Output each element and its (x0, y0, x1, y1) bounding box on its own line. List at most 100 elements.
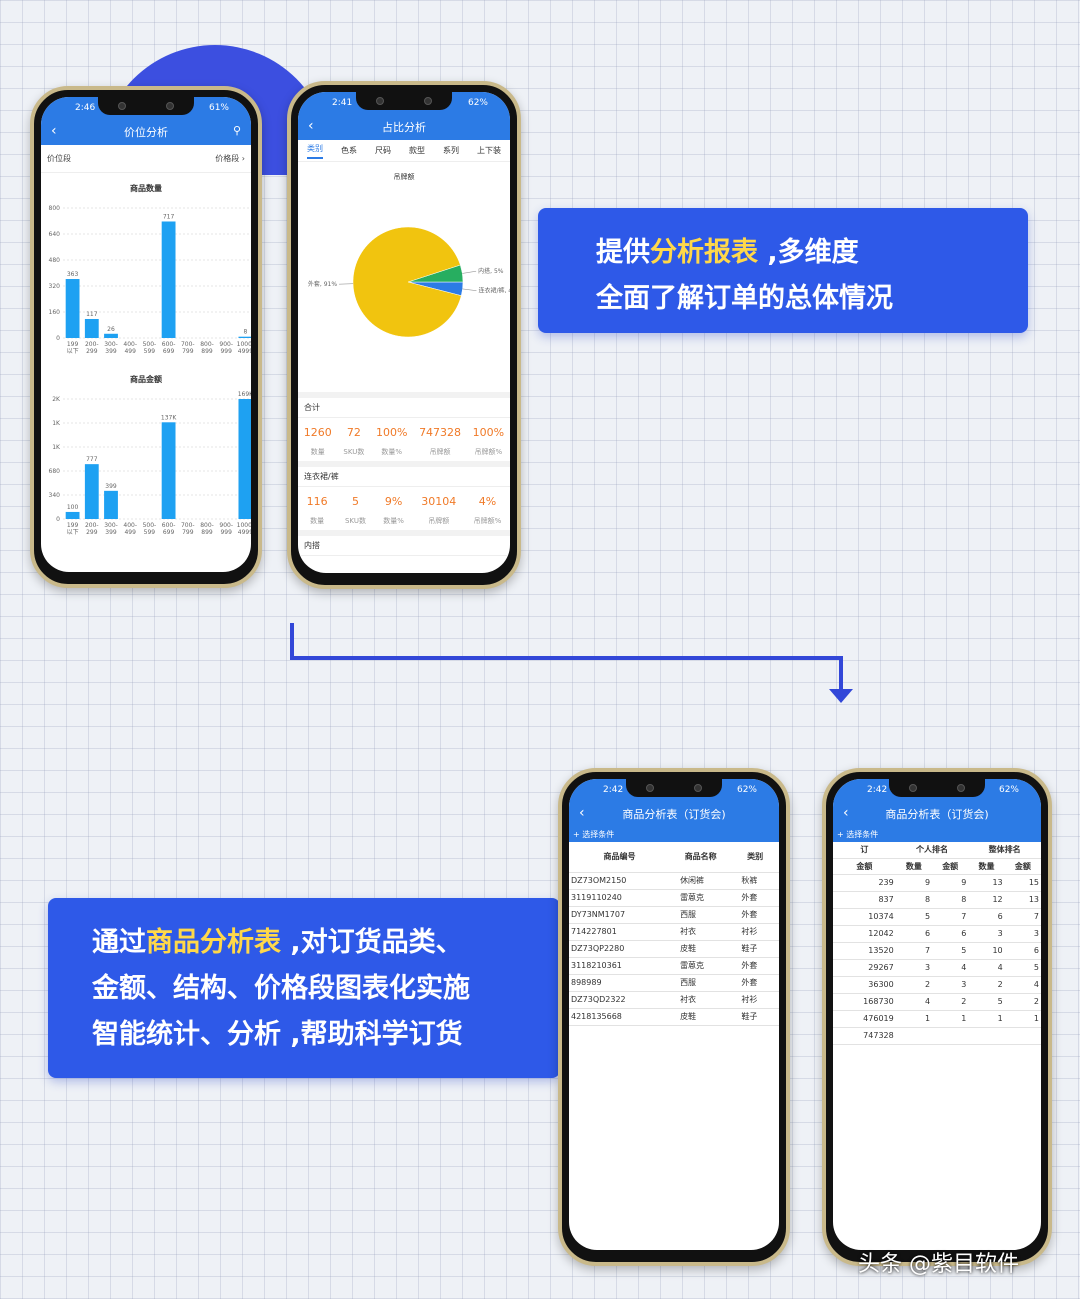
page-title: 占比分析 (382, 121, 426, 134)
callout-report: 提供分析报表 ,多维度 全面了解订单的总体情况 (538, 208, 1028, 333)
x-tick-label: 599 (144, 529, 156, 536)
table-cell: 5 (1004, 959, 1041, 977)
tab-2[interactable]: 尺码 (375, 146, 391, 155)
metric-label: 数量% (381, 448, 403, 456)
status-time: 2:42 (603, 785, 624, 795)
page-title: 商品分析表（订货会) (622, 808, 726, 821)
add-condition-button[interactable]: + 选择条件 (833, 827, 1041, 842)
table-cell: 西服 (670, 974, 732, 992)
tab-bar: 类别 色系 尺码 款型 系列 上下装 (298, 140, 510, 162)
back-icon[interactable]: ‹ (843, 805, 849, 821)
data-label: 26 (107, 326, 115, 333)
y-tick-label: 2K (52, 396, 61, 403)
status-time: 2:42 (867, 785, 888, 795)
add-condition-button[interactable]: + 选择条件 (569, 827, 779, 842)
metric-label: 数量 (310, 517, 325, 525)
callout-product-table: 通过商品分析表 ,对订货品类、 金额、结构、价格段图表化实施 智能统计、分析 ,… (48, 898, 560, 1078)
table-cell: 3 (895, 959, 933, 977)
back-icon[interactable]: ‹ (579, 805, 585, 821)
filter-icon[interactable]: ⚲ (232, 124, 241, 137)
connector-arrow (290, 623, 853, 703)
chart1-title: 商品数量 (130, 184, 162, 193)
table-cell: 2 (895, 976, 933, 994)
table-cell: 8 (932, 891, 969, 909)
x-tick-label: 4999 (238, 529, 251, 536)
tab-5[interactable]: 上下装 (477, 146, 501, 155)
bar (65, 279, 80, 338)
table-row[interactable]: 747328 (833, 1027, 1041, 1045)
table-cell: 4 (968, 959, 1005, 977)
x-tick-label: 600- (162, 522, 176, 529)
table-cell: 1 (932, 1010, 969, 1028)
metric-label: 数量 (310, 448, 325, 456)
section-title: 合计 (298, 398, 510, 418)
back-icon[interactable]: ‹ (51, 123, 57, 139)
table-cell: 5 (968, 993, 1005, 1011)
table-cell (895, 1027, 933, 1045)
group-header: 订 (833, 842, 896, 859)
tab-3[interactable]: 款型 (409, 146, 425, 155)
table-cell: 雷蒽克 (670, 957, 732, 975)
chart2-title: 商品金额 (130, 375, 162, 384)
table-cell: 1 (1004, 1010, 1041, 1028)
table-cell: 外套 (731, 889, 779, 907)
bar (104, 333, 118, 338)
bar (161, 422, 176, 519)
x-tick-label: 900- (219, 522, 233, 529)
table-cell: 外套 (731, 974, 779, 992)
table-cell: 2 (1004, 993, 1041, 1011)
table-cell: 15 (1004, 874, 1041, 892)
y-tick-label: 640 (49, 231, 61, 238)
tab-0[interactable]: 类别 (307, 143, 323, 159)
filter-label: 价位段 (47, 154, 71, 163)
back-icon[interactable]: ‹ (308, 118, 314, 134)
table-cell: 皮鞋 (670, 1008, 732, 1026)
table-cell: 29267 (833, 959, 896, 977)
section-title: 连衣裙/裤 (298, 467, 510, 487)
metric: 4%吊牌额% (474, 495, 502, 526)
tab-4[interactable]: 系列 (443, 146, 459, 155)
page-title: 价位分析 (124, 126, 168, 139)
table-cell: DZ73QP2280 (569, 940, 671, 958)
table-cell: 1 (895, 1010, 933, 1028)
x-tick-label: 以下 (67, 529, 79, 536)
table-cell: DZ73QD2322 (569, 991, 671, 1009)
table-cell (932, 1027, 969, 1045)
metric-label: SKU数 (343, 448, 365, 456)
x-tick-label: 299 (86, 529, 98, 536)
table-cell: 3 (968, 925, 1005, 943)
table-cell: 衬衫 (731, 923, 779, 941)
metric-value: 100% (472, 426, 505, 439)
table-cell: DY73NM1707 (569, 906, 671, 924)
status-time: 2:41 (332, 98, 353, 108)
filter-row[interactable]: 价位段 价格段 › (41, 145, 251, 173)
y-tick-label: 480 (49, 257, 61, 264)
data-label: 363 (67, 271, 79, 278)
x-tick-label: 699 (163, 348, 175, 355)
data-label: 777 (86, 456, 98, 463)
tab-1[interactable]: 色系 (341, 146, 357, 155)
table-cell: 7 (895, 942, 933, 960)
x-tick-label: 200- (85, 522, 99, 529)
